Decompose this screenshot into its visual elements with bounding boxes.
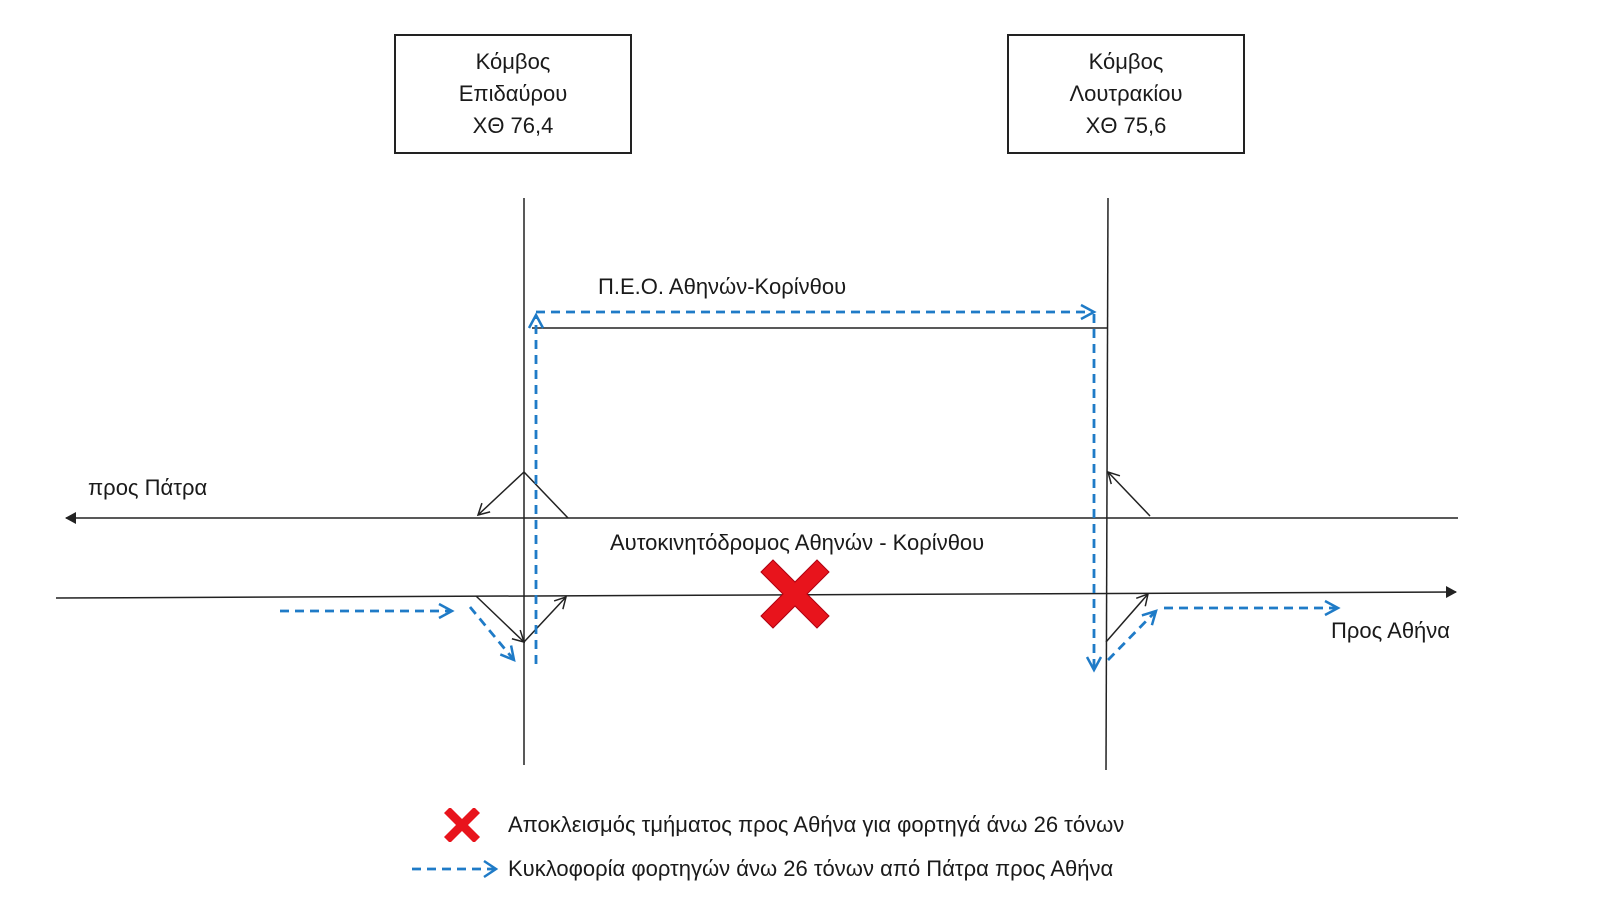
peo-road-label: Π.Ε.Ο. Αθηνών-Κορίνθου — [598, 274, 847, 299]
legend-dashed-arrow-icon — [410, 852, 500, 886]
legend-closure-row: Αποκλεισμός τμήματος προς Αθήνα για φορτ… — [410, 807, 1125, 843]
motorway-label: Αυτοκινητόδρομος Αθηνών - Κορίνθου — [610, 530, 985, 555]
motorway-to-athens — [55, 586, 1457, 599]
node-loutrakiou-line1: Κόμβος — [1088, 49, 1164, 74]
ramp-epidavrou-entry — [523, 471, 569, 519]
ramp-epidavrou-exit-arrow — [476, 471, 525, 517]
legend-closure-text: Αποκλεισμός τμήματος προς Αθήνα για φορτ… — [508, 812, 1125, 837]
legend-detour-row: Κυκλοφορία φορτηγών άνω 26 τόνων από Πάτ… — [410, 852, 1113, 886]
legend-x-cross-icon — [410, 807, 500, 843]
node-loutrakiou-line2: Λουτρακίου — [1069, 81, 1183, 106]
node-loutrakiou-box: Κόμβος Λουτρακίου ΧΘ 75,6 — [1007, 34, 1245, 154]
node-epidavrou-box: Κόμβος Επιδαύρου ΧΘ 76,4 — [394, 34, 632, 154]
loutrakiou-vertical-road — [1105, 197, 1109, 771]
node-loutrakiou-line3: ΧΘ 75,6 — [1085, 113, 1167, 138]
node-epidavrou-line2: Επιδαύρου — [458, 81, 568, 106]
ramp-epidavrou-onramp — [523, 595, 568, 643]
ramp-epidavrou-offramp — [475, 595, 526, 644]
detour-offramp — [468, 606, 516, 663]
to-athens-label: Προς Αθήνα — [1331, 618, 1451, 643]
detour-route — [280, 303, 1341, 673]
node-epidavrou-line1: Κόμβος — [475, 49, 551, 74]
ramp-loutrakiou-onramp — [1105, 592, 1150, 643]
legend-detour-text: Κυκλοφορία φορτηγών άνω 26 τόνων από Πάτ… — [508, 856, 1114, 881]
node-epidavrou-line3: ΧΘ 76,4 — [472, 113, 554, 138]
ramp-loutrakiou-entry — [1106, 470, 1151, 517]
closure-x-icon — [760, 559, 830, 629]
detour-onramp — [1106, 609, 1158, 661]
to-patra-label: προς Πάτρα — [88, 475, 208, 500]
